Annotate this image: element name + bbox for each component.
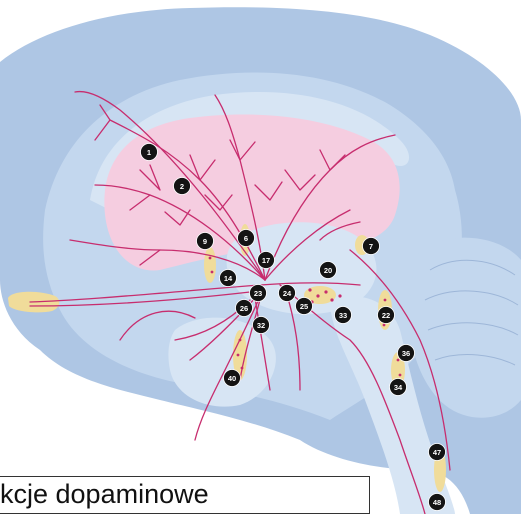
marker-1-label: 1: [147, 148, 151, 157]
marker-26: 26: [236, 300, 253, 317]
marker-2: 2: [174, 178, 191, 195]
marker-24: 24: [279, 285, 296, 302]
caption-text: kcje dopaminowe: [0, 479, 209, 510]
marker-23-label: 23: [254, 289, 262, 298]
marker-47: 47: [429, 444, 446, 461]
marker-24-label: 24: [283, 289, 292, 298]
marker-36-label: 36: [402, 349, 410, 358]
marker-33: 33: [335, 307, 352, 324]
marker-48-label: 48: [433, 498, 441, 507]
marker-2-label: 2: [180, 182, 184, 191]
marker-47-label: 47: [433, 448, 441, 457]
marker-34-label: 34: [394, 383, 403, 392]
marker-40: 40: [224, 370, 241, 387]
marker-32: 32: [253, 317, 270, 334]
marker-25-label: 25: [300, 302, 308, 311]
marker-33-label: 33: [339, 311, 347, 320]
marker-40-label: 40: [228, 374, 236, 383]
marker-32-label: 32: [257, 321, 265, 330]
caption-box: kcje dopaminowe: [0, 476, 370, 514]
marker-7: 7: [363, 238, 380, 255]
marker-20: 20: [320, 262, 337, 279]
marker-6-label: 6: [244, 234, 248, 243]
marker-20-label: 20: [324, 266, 332, 275]
marker-25: 25: [296, 298, 313, 315]
marker-17-label: 17: [262, 256, 270, 265]
marker-14: 14: [220, 270, 237, 287]
marker-26-label: 26: [240, 304, 248, 313]
marker-1: 1: [141, 144, 158, 161]
marker-9-label: 9: [203, 237, 207, 246]
marker-22: 22: [378, 307, 395, 324]
marker-48: 48: [429, 494, 446, 511]
marker-9: 9: [197, 233, 214, 250]
marker-17: 17: [258, 252, 275, 269]
marker-6: 6: [238, 230, 255, 247]
marker-7-label: 7: [369, 242, 373, 251]
marker-23: 23: [250, 285, 267, 302]
marker-36: 36: [398, 345, 415, 362]
marker-14-label: 14: [224, 274, 233, 283]
marker-34: 34: [390, 379, 407, 396]
marker-22-label: 22: [382, 311, 390, 320]
